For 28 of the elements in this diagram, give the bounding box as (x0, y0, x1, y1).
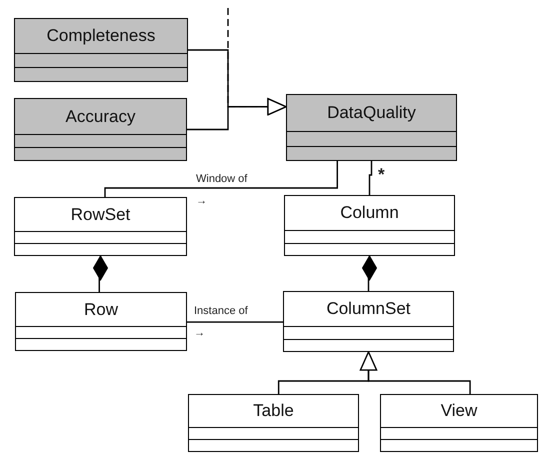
multiplicity-label: * (378, 166, 386, 184)
class-name: Accuracy (66, 106, 136, 126)
class-box (286, 94, 457, 161)
class-box (284, 195, 455, 256)
association-line (368, 161, 372, 195)
class-name: View (440, 401, 478, 421)
class-box (15, 292, 187, 351)
class-box (14, 197, 187, 256)
association-line (104, 161, 338, 197)
class-name: DataQuality (327, 103, 416, 123)
class-name: Column (340, 203, 399, 223)
composition-line (362, 256, 377, 291)
composition-line (93, 256, 108, 292)
edge-label: Instance of → (194, 304, 249, 341)
class-box (283, 291, 454, 352)
class-box (14, 98, 187, 161)
class-name: RowSet (70, 204, 130, 224)
class-box (188, 394, 359, 452)
class-name: Completeness (46, 26, 156, 46)
class-box (14, 18, 188, 82)
class-name: Table (253, 401, 294, 421)
edge-label: Window of → (196, 172, 248, 209)
class-box (380, 394, 538, 452)
generalization-arrow (360, 351, 471, 394)
association-line (187, 321, 283, 323)
class-name: Row (84, 300, 118, 320)
class-name: ColumnSet (326, 299, 411, 319)
generalization-arrow (227, 8, 287, 116)
